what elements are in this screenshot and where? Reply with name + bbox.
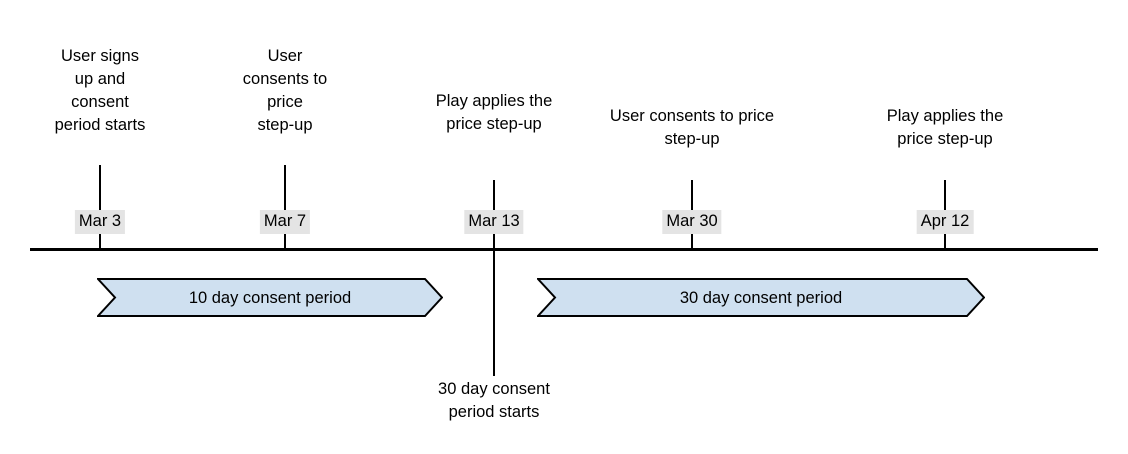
event-tick-mar-3 <box>99 165 101 248</box>
event-tick-mar-7 <box>284 165 286 248</box>
below-note-thirty-day-start: 30 day consent period starts <box>438 380 550 421</box>
date-chip-mar-7: Mar 7 <box>259 210 311 234</box>
period-bar-label-thirty-day-consent: 30 day consent period <box>679 288 843 307</box>
chevron-shape <box>97 278 443 317</box>
chevron-shape <box>537 278 985 317</box>
event-tick-mar-13 <box>493 180 495 376</box>
event-callout-apr-12: Play applies the price step-up <box>886 107 1004 148</box>
date-chip-apr-12: Apr 12 <box>916 210 974 234</box>
date-chip-mar-3: Mar 3 <box>74 210 126 234</box>
event-callout-mar-13: Play applies the price step-up <box>435 92 553 133</box>
period-bar-thirty-day-consent: 30 day consent period <box>537 278 985 317</box>
period-bar-ten-day-consent: 10 day consent period <box>97 278 443 317</box>
timeline-axis <box>30 248 1098 251</box>
event-callout-mar-7: User consents to price step-up <box>242 47 328 134</box>
date-chip-mar-30: Mar 30 <box>662 210 722 234</box>
event-callout-mar-30: User consents to price step-up <box>609 107 775 148</box>
event-callout-mar-3: User signs up and consent period starts <box>54 47 146 134</box>
period-bar-label-ten-day-consent: 10 day consent period <box>188 288 352 307</box>
date-chip-mar-13: Mar 13 <box>464 210 524 234</box>
